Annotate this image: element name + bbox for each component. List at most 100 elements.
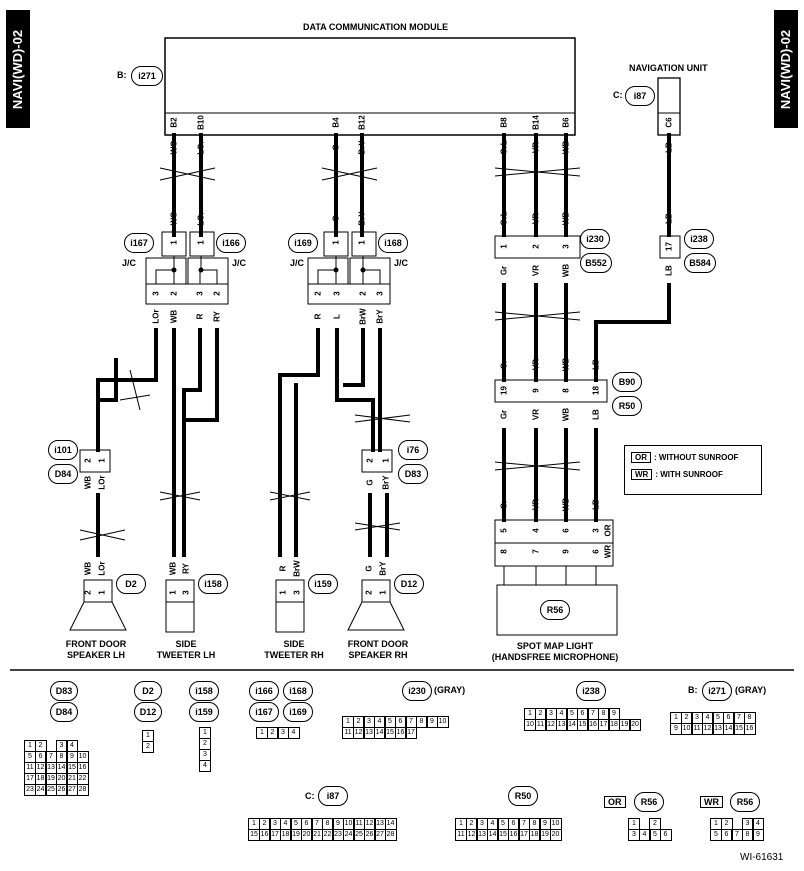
pin-cell: 27 [66,784,78,796]
wire-code: LB [664,265,674,276]
d83-conn: D83 [398,464,428,484]
pin-number: 1 [169,240,179,245]
wire-code: G [365,479,375,486]
pin-cell: 15 [497,829,509,841]
pin-cell: 9 [426,716,438,728]
pin-cell: 12 [465,829,478,841]
pin-number: 8 [499,549,509,554]
pin-cell: 16 [743,723,756,735]
pin-cell: 13 [363,727,375,739]
wire-code: WB [168,561,178,576]
pin-number: 2 [313,291,323,296]
module-title: DATA COMMUNICATION MODULE [303,22,449,32]
wire-code: VR [531,264,541,277]
nav-pin: C6 [664,117,674,128]
pin-number: 19 [499,386,509,395]
wire-code: WB [561,263,571,278]
pin-number: 3 [375,291,385,296]
wire-code: LOr [196,211,206,226]
wire-code: LB [591,499,601,510]
jc-conn: i167 [124,233,154,253]
pin-number: 2 [169,291,179,296]
view-i168: i168 [283,681,313,701]
jc-label: J/C [122,258,137,268]
pin-number: 9 [531,388,541,393]
pin-cell: 18 [608,719,620,731]
pin-number: 6 [561,528,571,533]
pin-number: 9 [561,549,571,554]
component-label-1: FRONT DOOR [65,639,127,649]
d84-conn: D84 [48,464,78,484]
wire-code: RY [212,311,222,322]
wire-code: GrL [499,140,509,155]
view-i169: i169 [283,702,313,722]
pin-cell: 16 [587,719,599,731]
pin-number: 3 [292,590,302,595]
wire-code: VR [531,212,541,225]
wire-code: LOr [97,475,107,490]
view-i159: i159 [189,702,219,722]
pin-cell: 5 [710,829,722,841]
legend-wr-text: : WITH SUNROOF [655,470,723,479]
view-i271: i271 [702,681,732,701]
wire-code: LB [664,213,674,224]
pin-cell: 18 [528,829,541,841]
pin-cell: 4 [287,727,300,739]
pin-cell: 28 [76,784,89,796]
pin-cell: 26 [363,829,376,841]
pin-number: 1 [97,590,107,595]
module-pin: B14 [531,115,541,130]
component-conn: D12 [394,574,424,594]
jc-conn: i168 [378,233,408,253]
wire-code: GrL [499,211,509,226]
pin-number: 5 [499,528,509,533]
wire-code: LB [591,409,601,420]
pin-number: 3 [332,291,342,296]
pin-cell: 16 [394,727,407,739]
view-d2: D2 [134,681,162,701]
pin-cell: 20 [549,829,562,841]
wire-code: Gr [499,499,509,510]
pin-cell: 27 [374,829,386,841]
wire-code: LB [591,359,601,370]
wire-code: RY [181,563,191,574]
i101-conn: i101 [48,440,78,460]
wire-code: Gr [499,359,509,370]
view-i87: i87 [318,786,348,806]
pin-number: 1 [278,590,288,595]
wire-code: R [195,313,205,320]
legend-or-code: OR [631,452,651,463]
module-pin: B8 [499,117,509,128]
component-label-2: TWEETER RH [264,650,324,660]
pin-cell: 1 [256,727,268,739]
wire-code: VR [531,358,541,371]
or-label: OR [603,524,613,537]
pin-number: 2 [83,458,93,463]
pin-number: 4 [531,528,541,533]
wire-code: WB [561,140,571,155]
wire-code: BrY [357,211,367,226]
legend: OR: WITHOUT SUNROOF WR: WITH SUNROOF [624,445,762,495]
module-pin: B2 [169,117,179,128]
wire-code: WG [169,211,179,226]
wire-code: WB [561,497,571,512]
component-conn: i159 [308,574,338,594]
pin-cell: 6 [720,829,733,841]
pin-cell: 10 [524,719,536,731]
component-label-1: SIDE [175,639,197,649]
wr-label: WR [603,544,613,559]
spot-label-1: SPOT MAP LIGHT [516,641,594,651]
pin-cell: 7 [731,829,743,841]
view-i87-prefix: C: [305,791,315,801]
pin-cell: 13 [555,719,568,731]
pin-cell: 3 [628,829,640,841]
module-pin: B10 [196,115,206,130]
r50-conn: R50 [612,396,642,416]
pin-cell: 18 [279,829,292,841]
view-or-code: OR [604,796,626,808]
view-r56-wr: R56 [730,792,760,812]
pin-cell: 2 [142,741,154,753]
component-conn: D2 [116,574,146,594]
pin-number: 18 [591,386,601,395]
pin-cell: 19 [618,719,631,731]
